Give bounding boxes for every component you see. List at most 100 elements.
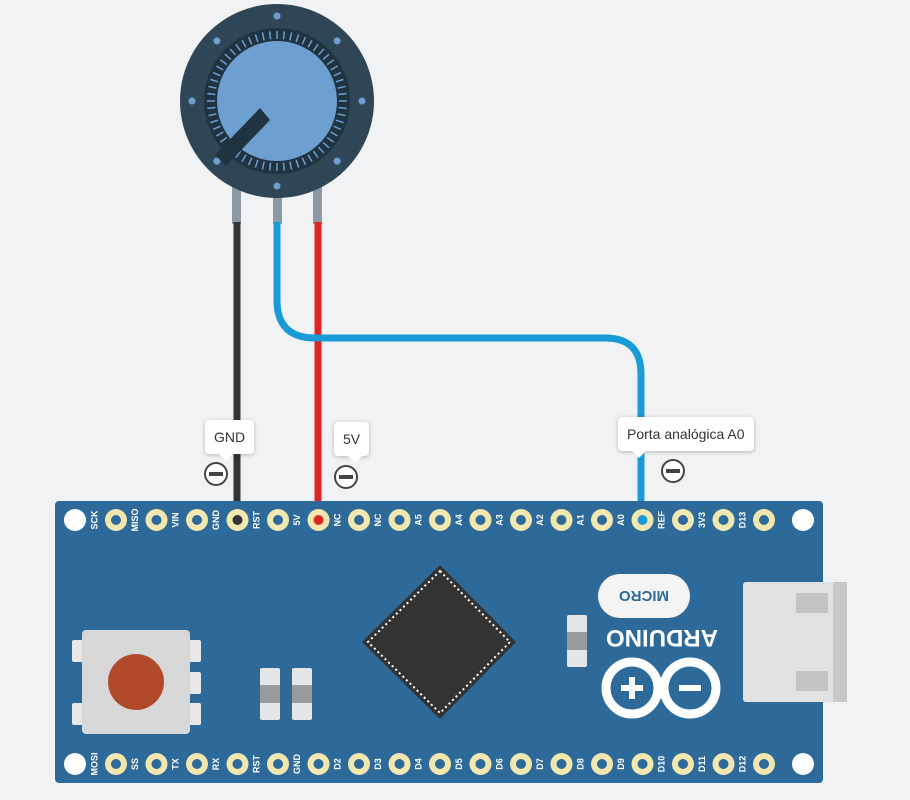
dial-tick <box>210 119 219 124</box>
dial-tick <box>229 48 237 56</box>
five-v-annotation: 5V <box>334 422 370 463</box>
header-pin-hole <box>678 759 688 769</box>
header-pin-hole <box>111 515 121 525</box>
dial-tick <box>207 92 216 96</box>
header-pin-hole <box>273 759 283 769</box>
logo-variant-text: MICRO <box>619 587 669 604</box>
header-pin-hole <box>435 515 445 525</box>
header-pin-hole <box>475 515 486 525</box>
logo-minus <box>679 685 701 691</box>
pot-knob-pointer <box>215 108 270 166</box>
header-pin-hole <box>556 759 567 769</box>
dial-tick <box>295 159 300 168</box>
pot-dot <box>273 182 281 190</box>
dial-tick <box>212 71 221 77</box>
dial-tick <box>312 43 319 52</box>
pin-label: D7 <box>535 758 545 770</box>
dial-tick <box>207 106 216 110</box>
pot-dial-ticks <box>207 31 347 171</box>
pin-label: MOSI <box>89 752 99 775</box>
header-pin-hole <box>151 515 162 525</box>
header-pin-hole <box>354 515 364 525</box>
dial-tick <box>212 125 221 131</box>
dial-tick <box>247 36 253 45</box>
a0-annotation: Porta analógica A0 <box>618 417 754 458</box>
pin-label: SS <box>130 758 140 770</box>
dial-tick <box>333 125 342 131</box>
header-pin-hole <box>232 515 243 525</box>
header-pin-hole <box>718 515 729 525</box>
mount-hole-top-right <box>792 509 814 531</box>
dial-tick <box>307 40 313 48</box>
logo-variant-badge <box>598 574 690 618</box>
dial-tick <box>208 113 217 117</box>
pin-label: A0 <box>616 514 626 526</box>
pot-dot <box>213 157 221 165</box>
pin-label: A5 <box>413 514 423 526</box>
pin-label: D6 <box>494 758 504 770</box>
dial-tick <box>241 40 247 48</box>
pin-label: D3 <box>373 758 383 770</box>
header-pin-hole <box>678 515 688 525</box>
pin-label: GND <box>292 754 302 775</box>
dial-tick <box>254 34 259 43</box>
dial-tick <box>338 106 347 110</box>
header-pin-hole <box>313 759 324 769</box>
a0-annotation-marker[interactable] <box>661 459 685 483</box>
potentiometer[interactable] <box>180 4 374 224</box>
mount-hole-bottom-left <box>64 753 86 775</box>
smd-capacitor-1-center <box>260 685 280 703</box>
pin-label: MISO <box>130 508 140 531</box>
dial-tick <box>335 119 344 124</box>
mount-hole-bottom-right <box>792 753 814 775</box>
smd-capacitor-2-center <box>292 685 312 703</box>
dial-tick <box>282 31 286 40</box>
header-pin-hole <box>637 759 648 769</box>
dial-tick <box>307 154 313 162</box>
pot-dot <box>213 37 221 45</box>
pot-dot <box>333 37 341 45</box>
dial-tick <box>337 113 346 117</box>
pin-label: REF <box>656 510 666 529</box>
pin-label: A4 <box>454 514 464 526</box>
pin-label: 3V3 <box>697 512 707 528</box>
dial-tick <box>235 43 242 52</box>
pin-label: A2 <box>535 514 545 526</box>
dial-tick <box>317 146 325 154</box>
dial-tick <box>330 131 338 137</box>
pin-label: NC <box>373 513 383 526</box>
dial-tick <box>219 59 228 66</box>
dial-tick <box>282 162 286 171</box>
gnd-annotation: GND <box>205 420 255 461</box>
dial-tick <box>235 150 242 159</box>
pin-label: RST <box>251 510 261 529</box>
mount-hole-top-left <box>64 509 86 531</box>
dial-tick <box>268 162 272 171</box>
pin-label: D13 <box>737 512 747 529</box>
dial-tick <box>247 157 253 166</box>
dial-tick <box>216 65 224 71</box>
dial-tick <box>301 36 307 45</box>
pin-label: D5 <box>454 758 464 770</box>
header-pin-hole <box>273 515 283 525</box>
dial-tick <box>208 85 217 89</box>
pot-dot <box>273 12 281 20</box>
header-pin-hole <box>718 759 729 769</box>
pin-label: TX <box>170 758 180 770</box>
gnd-annotation-marker[interactable] <box>204 462 228 486</box>
reset-button[interactable] <box>72 630 201 734</box>
pin-label: D8 <box>575 758 585 770</box>
pot-pin-right <box>313 180 322 224</box>
five-v-annotation-marker[interactable] <box>334 465 358 489</box>
pin-label: GND <box>211 510 221 531</box>
dial-tick <box>312 150 319 159</box>
dial-tick <box>335 78 344 83</box>
wire-a0-signal[interactable] <box>273 222 645 506</box>
pot-dot <box>333 157 341 165</box>
dial-tick <box>322 53 330 61</box>
header-pin-hole <box>637 515 648 525</box>
pin-label: RST <box>251 754 261 773</box>
header-pin-hole <box>394 759 405 769</box>
